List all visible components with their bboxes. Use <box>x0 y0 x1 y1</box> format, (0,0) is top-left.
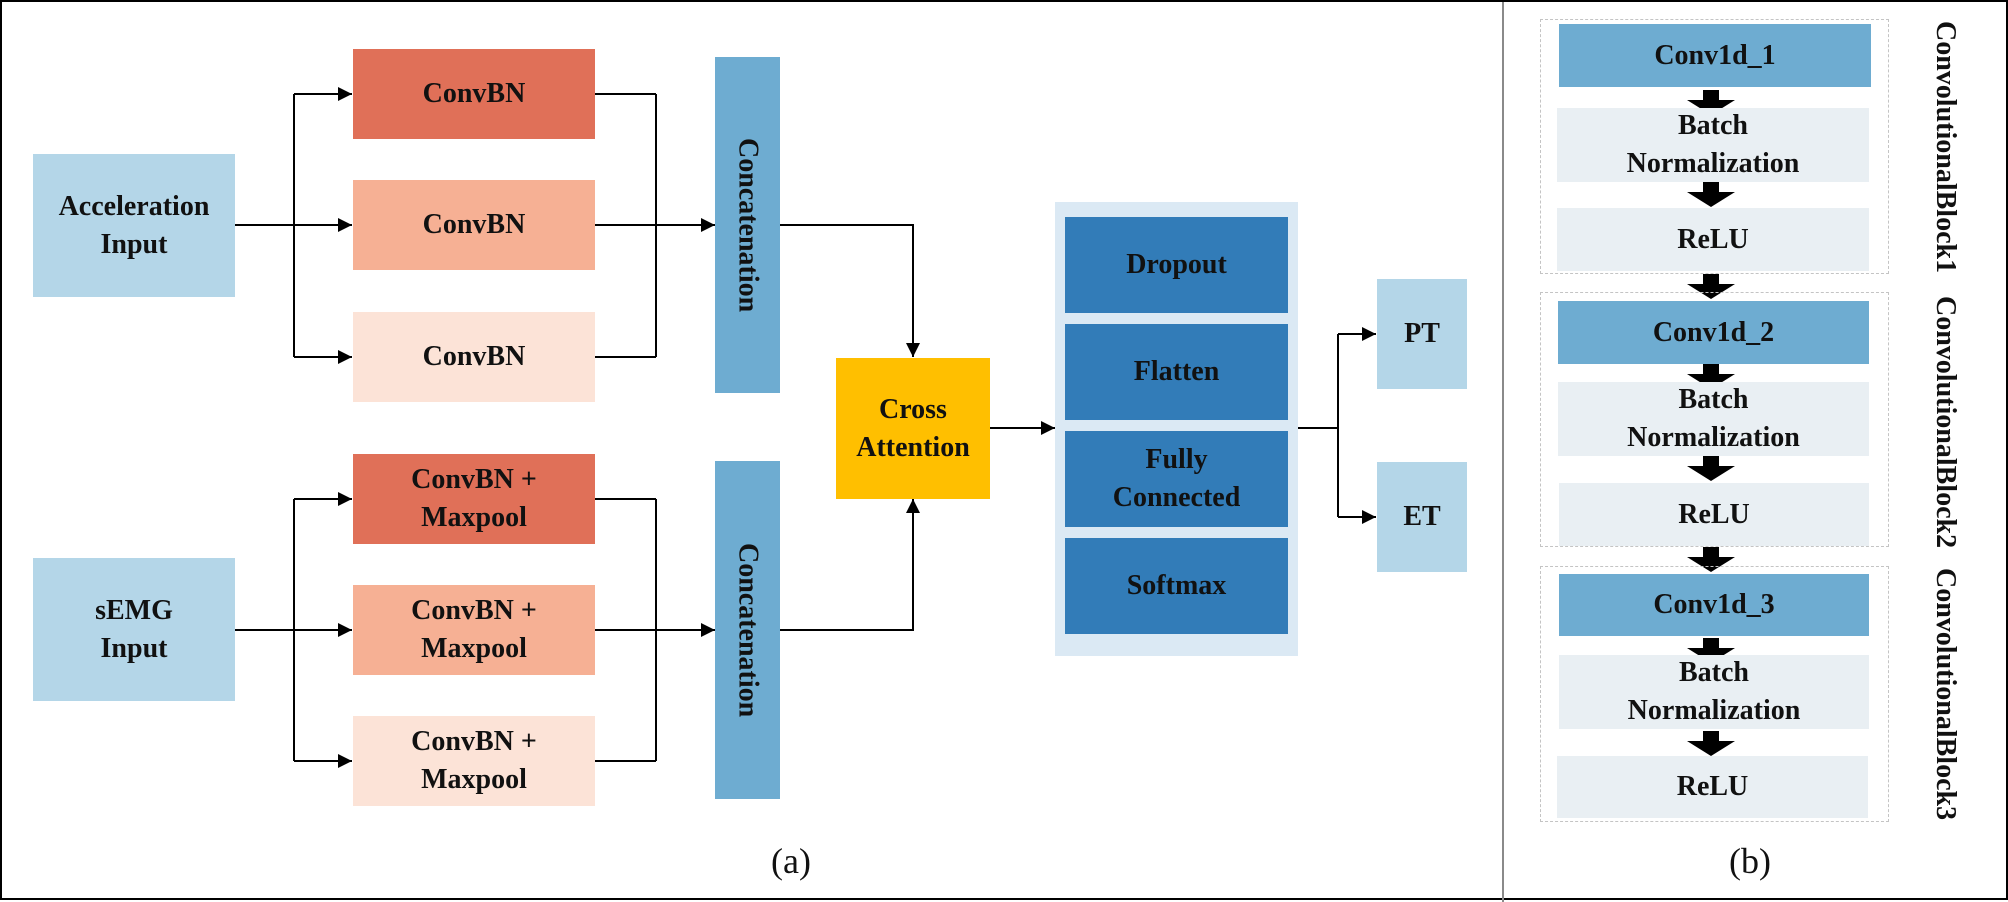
conv1d-3-layer: Conv1d_3 <box>1559 574 1869 636</box>
flatten-layer: Flatten <box>1065 324 1288 420</box>
conv-block-2-frame <box>1540 292 1889 547</box>
semg-input-line2: Input <box>100 632 168 664</box>
output-pt: PT <box>1377 279 1467 389</box>
panel-divider <box>1502 2 1504 902</box>
semg-input-box: sEMG Input <box>33 558 235 701</box>
batch-norm-2-line1: Batch <box>1678 384 1749 415</box>
batch-norm-3-line2: Normalization <box>1627 695 1801 726</box>
batch-norm-1-line2: Normalization <box>1626 148 1800 179</box>
caption-b: (b) <box>1729 841 1771 881</box>
conv-block-2-label-line2: Block2 <box>1930 465 1961 549</box>
acc-convbn-2: ConvBN <box>353 180 595 270</box>
semg-branch-3-line2: Maxpool <box>421 764 527 795</box>
dropout-layer: Dropout <box>1065 217 1288 313</box>
concatenation-bottom: Concatenation <box>715 461 780 799</box>
conv-block-3-label: ConvolutionalBlock3 <box>1900 568 1990 820</box>
semg-branch-2-line1: ConvBN + <box>411 595 537 626</box>
cross-attention-line2: Attention <box>856 431 970 463</box>
conv1d-2-layer: Conv1d_2 <box>1558 301 1869 364</box>
concatenation-top-label: Concatenation <box>732 137 764 313</box>
batch-norm-1-line1: Batch <box>1677 110 1748 141</box>
conv-block-1-label: ConvolutionalBlock1 <box>1900 21 1990 273</box>
batch-norm-2-line2: Normalization <box>1627 422 1800 453</box>
conv1d-1-layer: Conv1d_1 <box>1559 24 1871 87</box>
acc-convbn-3: ConvBN <box>353 312 595 402</box>
acc-convbn-1: ConvBN <box>353 49 595 139</box>
conv-block-3-label-line2: Block3 <box>1930 737 1961 821</box>
conv-block-1-frame <box>1540 19 1889 274</box>
concatenation-top: Concatenation <box>715 57 780 393</box>
relu-3-layer: ReLU <box>1557 756 1868 818</box>
semg-convbn-maxpool-2: ConvBN + Maxpool <box>353 585 595 675</box>
acceleration-input-line2: Input <box>100 228 168 260</box>
output-et: ET <box>1377 462 1467 572</box>
relu-2-layer: ReLU <box>1559 483 1869 546</box>
fully-connected-line1: Fully <box>1145 444 1208 475</box>
semg-branch-3-line1: ConvBN + <box>411 726 537 757</box>
semg-branch-1-line1: ConvBN + <box>411 464 537 495</box>
conv-block-1-label-line1: Convolutional <box>1930 20 1961 191</box>
fully-connected-line2: Connected <box>1112 482 1241 513</box>
semg-convbn-maxpool-3: ConvBN + Maxpool <box>353 716 595 806</box>
concatenation-bottom-label: Concatenation <box>732 542 764 718</box>
cross-attention-line1: Cross <box>879 393 947 425</box>
acceleration-input-line1: Acceleration <box>58 190 210 222</box>
conv-block-3-frame <box>1540 566 1889 822</box>
relu-1-layer: ReLU <box>1557 208 1869 271</box>
semg-branch-1-line2: Maxpool <box>421 502 527 533</box>
conv-block-2-label: ConvolutionalBlock2 <box>1900 296 1990 548</box>
conv-block-2-label-line1: Convolutional <box>1930 295 1961 466</box>
conv-block-3-label-line1: Convolutional <box>1930 567 1961 738</box>
conv-block-1-label-line2: Block1 <box>1930 190 1961 274</box>
softmax-layer: Softmax <box>1065 538 1288 634</box>
batch-norm-3-line1: Batch <box>1678 657 1749 688</box>
semg-convbn-maxpool-1: ConvBN + Maxpool <box>353 454 595 544</box>
semg-branch-2-line2: Maxpool <box>421 633 527 664</box>
caption-a: (a) <box>771 841 811 881</box>
semg-input-line1: sEMG <box>95 594 173 626</box>
